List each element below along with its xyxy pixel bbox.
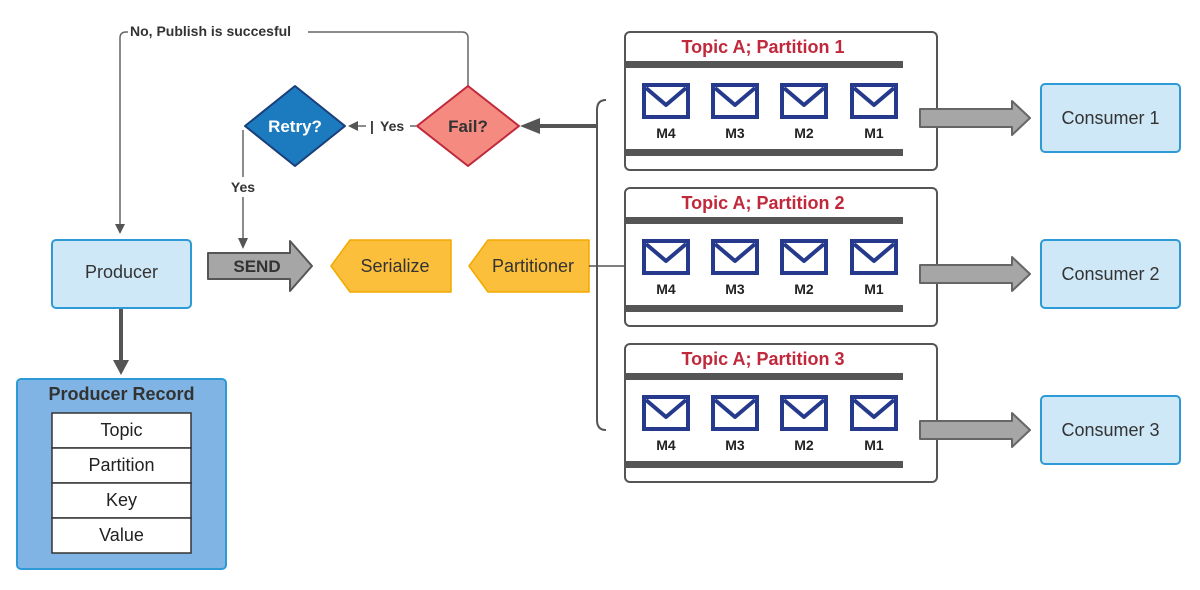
partitioner-label: Partitioner [492,256,574,276]
message-label: M2 [794,125,814,141]
producer-node[interactable]: Producer [51,239,192,309]
fail-to-retry-arrow: | Yes [348,116,416,136]
message-envelope-icon [711,83,759,119]
record-field-label: Topic [100,420,142,440]
consumer-arrow [919,256,1031,292]
message-envelope-icon [850,395,898,431]
partition-title: Topic A; Partition 1 [681,37,844,57]
record-field-label: Value [99,525,144,545]
record-field-label: Partition [88,455,154,475]
message-label: M2 [794,437,814,453]
serialize-label: Serialize [360,256,429,276]
svg-text:|: | [370,118,374,134]
record-field-key: Key [51,482,192,519]
message-label: M1 [864,125,884,141]
partition-top-bar [625,61,903,68]
message-envelope-icon [780,239,828,275]
partition-bottom-bar [625,461,903,468]
partition-2[interactable]: Topic A; Partition 2 M4 M3 M2 M1 [624,187,938,327]
partition-title: Topic A; Partition 2 [681,193,844,213]
partition-bottom-bar [625,149,903,156]
message-label: M1 [864,281,884,297]
partition-title: Topic A; Partition 3 [681,349,844,369]
producer-record: Producer Record Topic Partition Key Valu… [16,378,227,570]
producer-record-title: Producer Record [48,384,194,404]
partition-3[interactable]: Topic A; Partition 3 M4 M3 M2 M1 [624,343,938,483]
consumer-box [1040,239,1181,309]
consumer-arrow [919,100,1031,136]
message-label: M3 [725,281,745,297]
consumer-label: Consumer 2 [1061,264,1159,284]
message-label: M1 [864,437,884,453]
record-field-value: Value [51,517,192,554]
retry-label: Retry? [268,117,322,136]
message-envelope-icon [642,83,690,119]
fail-yes-label: Yes [380,118,404,134]
record-field-partition: Partition [51,447,192,484]
producer-label: Producer [85,262,158,282]
message-envelope-icon [711,239,759,275]
message-label: M4 [656,281,676,297]
message-envelope-icon [642,395,690,431]
consumer-1[interactable]: Consumer 1 [1040,83,1181,153]
publish-success-loop: No, Publish is succesful [115,22,469,234]
message-label: M2 [794,281,814,297]
partition-top-bar [625,217,903,224]
send-label: SEND [233,257,280,276]
partition-top-bar [625,373,903,380]
message-label: M4 [656,437,676,453]
message-label: M3 [725,125,745,141]
partition-bottom-bar [625,305,903,312]
fail-label: Fail? [448,117,488,136]
producer-to-record-arrow [113,309,129,375]
consumer-3[interactable]: Consumer 3 [1040,395,1181,465]
message-envelope-icon [850,239,898,275]
message-label: M3 [725,437,745,453]
partition-bracket [596,99,607,431]
serialize-step[interactable]: Serialize [330,239,452,293]
message-envelope-icon [711,395,759,431]
fail-decision[interactable]: Fail? [416,85,520,167]
loop-label: No, Publish is succesful [130,23,291,39]
consumer-box [1040,395,1181,465]
consumer-label: Consumer 3 [1061,420,1159,440]
message-envelope-icon [780,395,828,431]
message-envelope-icon [850,83,898,119]
record-field-topic: Topic [51,412,192,449]
send-arrow[interactable]: SEND [207,240,313,292]
message-envelope-icon [780,83,828,119]
partition-1[interactable]: Topic A; Partition 1 M4 M3 M2 M1 [624,31,938,171]
partitioner-step[interactable]: Partitioner [468,239,590,293]
consumer-box [1040,83,1181,153]
record-field-label: Key [106,490,137,510]
retry-decision[interactable]: Retry? [244,85,346,167]
retry-to-send-arrow: Yes [226,130,260,249]
message-envelope-icon [642,239,690,275]
consumer-arrow [919,412,1031,448]
message-label: M4 [656,125,676,141]
consumer-label: Consumer 1 [1061,108,1159,128]
consumer-2[interactable]: Consumer 2 [1040,239,1181,309]
partitions-to-fail-arrow [520,118,597,134]
retry-yes-label: Yes [231,179,255,195]
